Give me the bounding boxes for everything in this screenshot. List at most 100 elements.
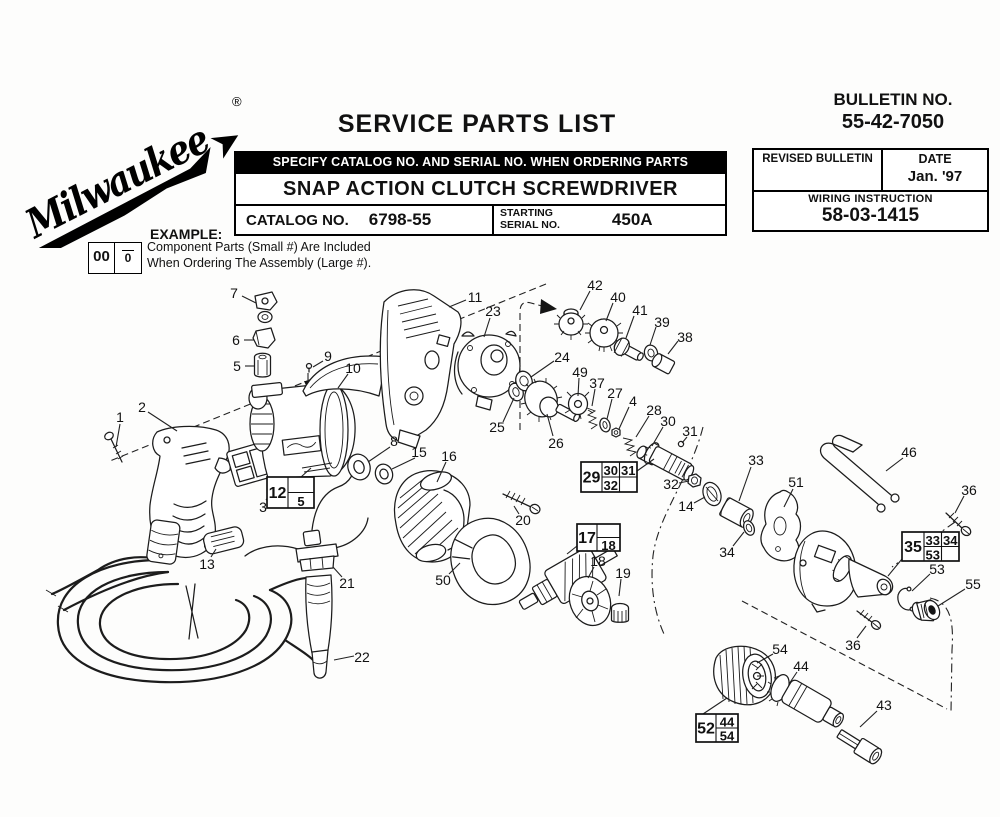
part-28-spring xyxy=(622,437,638,457)
part-label-30: 30 xyxy=(660,413,676,429)
part-label-34: 34 xyxy=(719,544,735,560)
part-29-spindle xyxy=(643,442,695,481)
revision-table: REVISED BULLETIN DATE Jan. '97 WIRING IN… xyxy=(752,148,989,232)
leader-line xyxy=(618,406,630,430)
part-label-36: 36 xyxy=(961,482,977,498)
part-26-gear xyxy=(520,378,581,422)
part-42-gear xyxy=(554,308,588,340)
leader-line xyxy=(513,505,520,515)
leader-line xyxy=(732,531,745,547)
leader-line xyxy=(587,566,595,579)
example-note: Component Parts (Small #) Are Included W… xyxy=(147,240,372,270)
leader-line xyxy=(667,340,679,355)
part-label-41: 41 xyxy=(632,302,648,318)
svg-text:53: 53 xyxy=(926,547,940,562)
leader-line xyxy=(483,317,491,338)
part-16-field xyxy=(393,470,471,563)
milwaukee-logo: Milwaukee ® xyxy=(14,78,264,259)
part-44-clutch-body xyxy=(767,674,845,728)
leader-line xyxy=(591,388,596,407)
part-label-36: 36 xyxy=(845,637,861,653)
part-label-14: 14 xyxy=(678,498,694,514)
product-name: SNAP ACTION CLUTCH SCREWDRIVER xyxy=(236,172,725,204)
leader-line xyxy=(448,299,467,308)
example-callout-box: 00 0 xyxy=(88,242,142,274)
part-17-armature xyxy=(518,546,630,627)
leader-line xyxy=(618,578,622,597)
part-label-50: 50 xyxy=(435,572,451,588)
lightning-bolt xyxy=(36,147,211,259)
part-label-53: 53 xyxy=(929,561,945,577)
part-23-gear-case xyxy=(453,330,521,411)
part-33-bushing xyxy=(719,497,754,528)
part-label-51: 51 xyxy=(788,474,804,490)
leader-line xyxy=(436,461,447,483)
svg-text:17: 17 xyxy=(578,530,596,547)
wiring-cell: WIRING INSTRUCTION 58-03-1415 xyxy=(754,190,987,230)
part-label-46: 46 xyxy=(901,444,917,460)
svg-text:32: 32 xyxy=(604,478,618,493)
leader-line xyxy=(337,373,349,389)
leader-line xyxy=(649,326,657,346)
fraction-bar xyxy=(122,250,134,251)
part-22-cord xyxy=(45,519,318,684)
part-label-28: 28 xyxy=(646,402,662,418)
leader-line xyxy=(391,457,416,470)
part-label-42: 42 xyxy=(587,277,603,293)
leader-line xyxy=(954,495,965,514)
leader-line xyxy=(625,315,635,339)
leader-line xyxy=(937,588,966,607)
part-label-37: 37 xyxy=(589,375,605,391)
part-label-22: 22 xyxy=(354,649,370,665)
order-banner: SPECIFY CATALOG NO. AND SERIAL NO. WHEN … xyxy=(236,153,725,172)
leader-line xyxy=(241,295,257,304)
example-small-number: 0 xyxy=(115,243,141,273)
part-label-15: 15 xyxy=(411,444,427,460)
part-50-baffle xyxy=(450,517,531,606)
wiring-label: WIRING INSTRUCTION xyxy=(808,193,933,205)
part-label-25: 25 xyxy=(489,419,505,435)
svg-text:29: 29 xyxy=(583,470,601,487)
part-27-washer xyxy=(599,417,611,433)
leader-line xyxy=(147,411,178,432)
part-label-3: 3 xyxy=(259,499,267,515)
part-label-13: 13 xyxy=(199,556,215,572)
example-large-number: 00 xyxy=(89,243,115,273)
part-label-7: 7 xyxy=(230,285,238,301)
part-label-32: 32 xyxy=(663,476,679,492)
part-40-gear xyxy=(585,318,623,352)
part-label-24: 24 xyxy=(554,349,570,365)
part-label-5: 5 xyxy=(233,358,241,374)
svg-text:34: 34 xyxy=(943,533,958,548)
leader-line xyxy=(210,548,217,558)
part-label-20: 20 xyxy=(515,512,531,528)
part-35-gear-housing xyxy=(793,530,894,613)
svg-text:18: 18 xyxy=(601,538,615,553)
part-1-screw xyxy=(104,431,124,463)
part-11-housing-half xyxy=(379,289,462,449)
part-13-brush xyxy=(203,526,245,555)
svg-text:33: 33 xyxy=(926,533,940,548)
part-53-retaining-ring xyxy=(897,586,915,612)
part-36-screw-lower xyxy=(856,609,882,630)
part-14-washer xyxy=(702,481,722,507)
part-label-10: 10 xyxy=(345,360,361,376)
svg-text:12: 12 xyxy=(269,485,287,502)
serial-cell: STARTING SERIAL NO. 450A xyxy=(494,206,725,234)
part-label-44: 44 xyxy=(793,658,809,674)
part-label-40: 40 xyxy=(610,289,626,305)
leader-line xyxy=(332,566,343,578)
leader-line xyxy=(367,446,391,463)
leader-line xyxy=(546,413,554,437)
part-38-spacer xyxy=(651,353,676,375)
part-18-fan xyxy=(568,575,612,627)
part-label-4: 4 xyxy=(629,393,637,409)
svg-text:44: 44 xyxy=(720,715,735,730)
leader-line xyxy=(788,671,798,685)
part-54-clutch-knob xyxy=(713,645,776,706)
part-label-31: 31 xyxy=(682,423,698,439)
